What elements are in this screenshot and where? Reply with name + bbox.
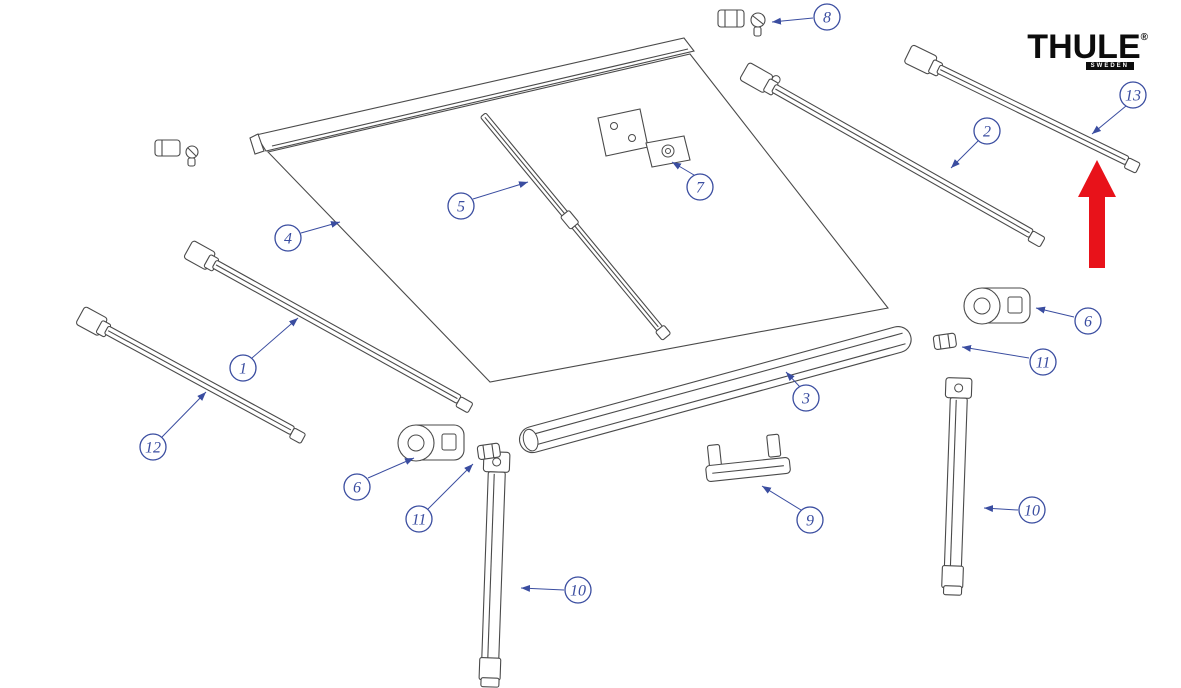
- part-1-support-arm: [183, 240, 473, 413]
- callout-11-right: 11: [961, 345, 1057, 376]
- callout-4: 4: [274, 221, 341, 252]
- callout-number: 1: [239, 361, 247, 378]
- part-9-center-bracket: [705, 433, 791, 482]
- callout-number: 3: [801, 391, 810, 408]
- callout-circle: [686, 173, 714, 201]
- part-8-clip-screw: [717, 9, 766, 37]
- part-4-fabric-roller: [249, 37, 889, 383]
- callout-7: 7: [671, 161, 714, 201]
- callout-2: 2: [950, 117, 1001, 169]
- callout-circle: [343, 473, 371, 501]
- callout-1: 1: [229, 317, 299, 382]
- callout-circle: [139, 433, 167, 461]
- registered-mark: ®: [1140, 32, 1148, 43]
- callout-circle: [229, 354, 257, 382]
- part-11-clip-right: [932, 332, 957, 351]
- part-11-clip-left: [476, 442, 501, 461]
- callout-8: 8: [771, 3, 841, 31]
- part-13-rail: [904, 44, 1141, 174]
- callout-circle: [447, 192, 475, 220]
- callout-6-right: 6: [1035, 306, 1102, 335]
- callout-13: 13: [1091, 81, 1147, 135]
- callout-6-left: 6: [343, 457, 415, 501]
- callout-11-left: 11: [405, 463, 474, 533]
- part-6-end-bracket-right: [963, 287, 1031, 325]
- callout-circle: [1018, 496, 1046, 524]
- callout-number: 6: [1084, 314, 1092, 331]
- callout-number: 9: [806, 513, 814, 530]
- callout-circle: [973, 117, 1001, 145]
- highlight-arrow: [1078, 160, 1116, 268]
- callout-number: 12: [145, 440, 161, 457]
- callout-number: 8: [823, 10, 831, 27]
- callout-circle: [564, 576, 592, 604]
- callout-9: 9: [761, 485, 824, 534]
- part-12-support-arm: [76, 306, 306, 444]
- callout-circle: [405, 505, 433, 533]
- brand-sweden-badge: SWEDEN: [1085, 62, 1134, 70]
- part-2-support-arm: [739, 62, 1046, 247]
- callout-number: 7: [696, 180, 705, 197]
- clip-screw-upper-left: [154, 139, 199, 167]
- callout-10-left: 10: [520, 576, 592, 604]
- callout-12: 12: [139, 391, 207, 461]
- callout-number: 11: [412, 512, 427, 529]
- callout-circle: [1029, 348, 1057, 376]
- callout-number: 10: [570, 583, 586, 600]
- callout-number: 11: [1036, 355, 1051, 372]
- callout-10-right: 10: [983, 496, 1046, 524]
- callout-number: 4: [284, 231, 292, 248]
- part-6-end-bracket-left: [397, 424, 465, 462]
- callout-circle: [274, 224, 302, 252]
- callout-5: 5: [447, 181, 529, 220]
- callout-circle: [1074, 307, 1102, 335]
- callout-circle: [796, 506, 824, 534]
- callout-circle: [792, 384, 820, 412]
- callout-number: 2: [983, 124, 991, 141]
- brand-name: THULE®: [1027, 28, 1148, 66]
- callout-circle: [813, 3, 841, 31]
- part-10-leg-right: [941, 377, 973, 596]
- thule-logo: THULE® SWEDEN: [1016, 22, 1148, 70]
- callout-number: 6: [353, 480, 361, 497]
- part-10-leg-left: [478, 451, 511, 688]
- callout-circle: [1119, 81, 1147, 109]
- callout-3: 3: [785, 371, 820, 412]
- part-5-rafter: [480, 113, 671, 341]
- part-7-mounting-plates: [597, 108, 691, 168]
- callout-number: 13: [1125, 88, 1141, 105]
- callout-number: 10: [1024, 503, 1040, 520]
- part-3-lead-rail: [518, 326, 912, 454]
- callout-number: 5: [457, 199, 465, 216]
